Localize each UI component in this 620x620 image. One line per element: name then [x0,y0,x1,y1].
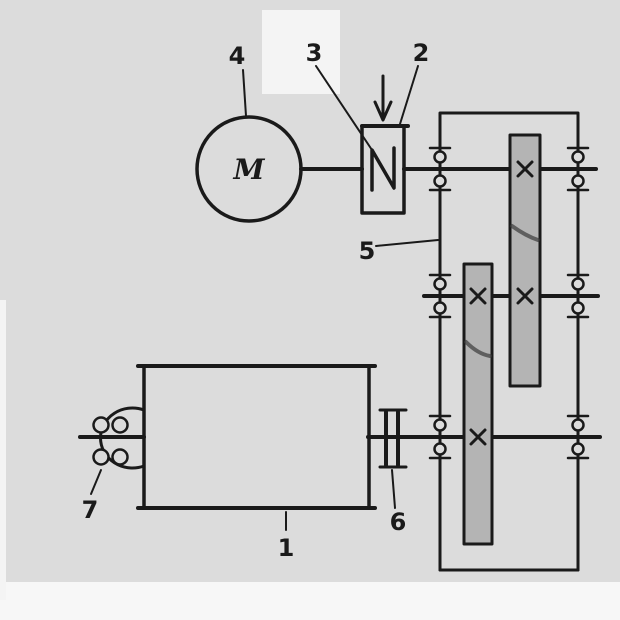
leader-5 [375,239,439,247]
label-rope-pulley: 7 [82,496,99,524]
gear-fix-marks [469,160,534,446]
clutch-symbol [370,146,396,192]
bearings [428,146,590,460]
leader-7 [90,469,102,495]
leader-lines [90,65,439,531]
label-coupling: 6 [390,508,407,536]
rope-pulley [92,406,146,470]
drum-body [142,364,371,510]
leader-3 [315,65,373,151]
labels: M 4 3 2 5 6 1 7 [82,39,430,562]
brake-force-arrowhead [373,100,393,122]
label-drum: 1 [278,534,295,562]
drum [78,364,377,510]
label-gearbox: 5 [359,237,376,265]
label-clutch: 3 [306,39,323,67]
gears [462,133,542,546]
gear-teeth-marks [464,224,540,358]
label-motor: 4 [229,42,246,70]
motor [195,115,364,223]
clutch-brake-assembly [360,74,598,215]
leader-6 [391,469,396,509]
motor-symbol-label: M [233,153,266,186]
paper-blemishes [0,10,620,620]
coupling [366,408,408,469]
pulley-arc [99,406,146,470]
gear-large-upper [508,133,542,388]
label-brake: 2 [413,39,430,67]
gear-large-lower [462,262,494,546]
leader-4 [242,69,247,117]
leader-2 [399,65,419,125]
